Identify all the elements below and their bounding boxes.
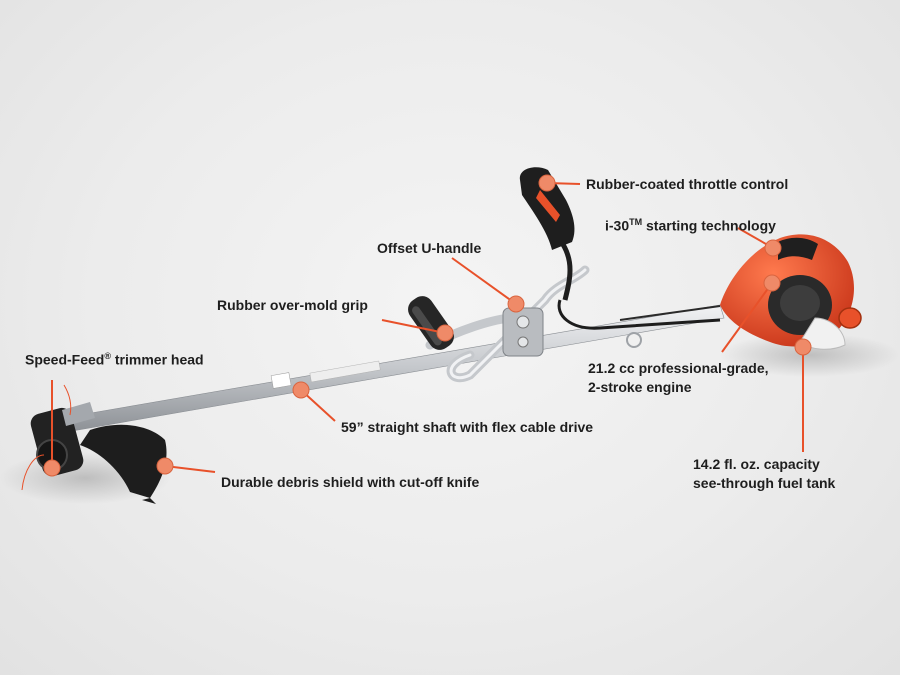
starting-label-suffix: starting technology (642, 217, 776, 234)
starting-marker (764, 239, 782, 257)
starting-label-prefix: i-30 (605, 217, 630, 234)
registered-mark: ® (104, 351, 111, 361)
u-handle-marker (507, 295, 525, 313)
fuel-tank-label-line2: see-through fuel tank (693, 475, 836, 491)
trimmer-head-assembly (21, 384, 167, 504)
grip-label-text: Rubber over-mold grip (217, 297, 368, 313)
engine (720, 234, 862, 350)
u-handle-label-text: Offset U-handle (377, 240, 482, 256)
throttle-cable (557, 299, 721, 330)
engine-marker (763, 274, 781, 292)
throttle-marker (538, 174, 556, 192)
fuel-tank-label: 14.2 fl. oz. capacity see-through fuel t… (693, 455, 835, 493)
shaft-label-text: 59” straight shaft with flex cable drive (341, 419, 594, 435)
leader-lines (51, 182, 804, 473)
engine-label-line1: 21.2 cc professional-grade, (588, 360, 769, 376)
trimmer-label-suffix: trimmer head (111, 351, 204, 368)
u-handle-label: Offset U-handle (377, 239, 481, 258)
shaft-label: 59” straight shaft with flex cable drive (341, 418, 593, 437)
trimmer-label-prefix: Speed-Feed (25, 351, 105, 368)
shaft-clip-ring (626, 332, 642, 348)
throttle-handle (519, 167, 575, 301)
grip-label: Rubber over-mold grip (217, 296, 368, 315)
grip-marker (436, 324, 454, 342)
debris-shield-label: Durable debris shield with cut-off knife (221, 473, 479, 492)
starting-technology-label: i-30TM starting technology (605, 213, 776, 236)
trademark-mark: TM (629, 217, 643, 227)
trimmer-head-label: Speed-Feed® trimmer head (25, 347, 204, 370)
tank-marker (794, 338, 812, 356)
callout-markers (43, 174, 812, 477)
engine-label-line2: 2-stroke engine (588, 379, 692, 395)
throttle-label: Rubber-coated throttle control (586, 175, 788, 194)
debris-shield-label-text: Durable debris shield with cut-off knife (221, 474, 480, 490)
shield-marker (156, 457, 174, 475)
u-handle (425, 265, 590, 383)
trimmer-marker (43, 459, 61, 477)
rubber-grip (408, 296, 454, 350)
floor-shadow-right (720, 333, 900, 377)
throttle-label-text: Rubber-coated throttle control (586, 176, 789, 192)
engine-label: 21.2 cc professional-grade, 2-stroke eng… (588, 359, 769, 397)
shaft-marker (292, 381, 310, 399)
fuel-tank-label-line1: 14.2 fl. oz. capacity (693, 456, 820, 472)
